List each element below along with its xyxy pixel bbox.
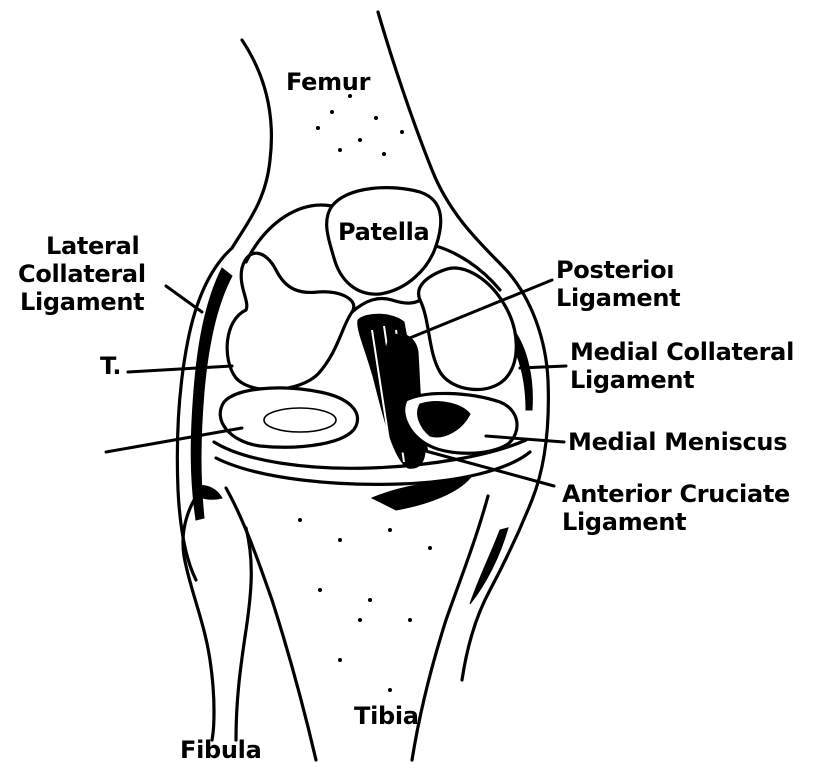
tibia-stipple bbox=[298, 518, 432, 692]
femur-shaft-medial bbox=[376, 10, 510, 274]
label-fibula: Fibula bbox=[180, 736, 262, 764]
lateral-meniscus-inner bbox=[263, 407, 337, 433]
fibula-bone bbox=[181, 486, 216, 742]
label-posterior-2: Ligament bbox=[556, 284, 681, 312]
label-anterior-cruciate-1: Anterior Cruciate bbox=[562, 480, 790, 508]
trochlea-medial bbox=[434, 244, 502, 292]
tibial-plateau bbox=[212, 438, 528, 470]
label-femur: Femur bbox=[286, 68, 371, 96]
femur-shaft bbox=[230, 38, 273, 250]
leader-medial-collateral bbox=[518, 364, 568, 370]
label-lateral-collateral-3: Ligament bbox=[20, 288, 145, 316]
label-tibia: Tibia bbox=[354, 702, 419, 730]
label-medial-meniscus: Medial Meniscus bbox=[568, 428, 788, 456]
leader-medial-meniscus bbox=[484, 434, 566, 444]
patella-bone bbox=[325, 186, 443, 296]
label-medial-collateral-2: Ligament bbox=[570, 366, 695, 394]
leader-lateral-collateral bbox=[164, 284, 204, 314]
leader-tendon bbox=[126, 364, 234, 374]
fibula-head bbox=[195, 485, 223, 500]
tibial-plateau-rim bbox=[214, 450, 532, 486]
label-lateral-collateral-1: Lateral bbox=[46, 232, 140, 260]
femur-stipple bbox=[316, 94, 404, 156]
leader-lateral-meniscus bbox=[104, 426, 244, 454]
label-posterior-1: Posterioı bbox=[556, 256, 675, 284]
label-tendon: T. bbox=[100, 352, 122, 380]
intercondylar-notch bbox=[350, 296, 422, 314]
label-anterior-cruciate-2: Ligament bbox=[562, 508, 687, 536]
trochlea bbox=[244, 203, 334, 264]
label-patella: Patella bbox=[338, 218, 430, 246]
label-medial-collateral-1: Medial Collateral bbox=[570, 338, 795, 366]
tibial-plateau-shadow bbox=[370, 477, 472, 511]
fibula-bone-edge bbox=[234, 526, 253, 742]
medial-tibia-shading bbox=[469, 527, 509, 605]
tibia-medial-edge bbox=[410, 494, 490, 762]
medial-condyle bbox=[417, 266, 518, 392]
leader-anterior-cruciate bbox=[420, 448, 556, 488]
lateral-meniscus bbox=[218, 386, 359, 449]
tibia-lateral-edge bbox=[224, 486, 318, 762]
leader-posterior bbox=[398, 278, 554, 344]
medial-joint-contour bbox=[460, 270, 550, 682]
lateral-condyle bbox=[225, 251, 356, 392]
medial-meniscus-inner bbox=[417, 401, 471, 438]
label-lateral-collateral-2: Collateral bbox=[18, 260, 146, 288]
